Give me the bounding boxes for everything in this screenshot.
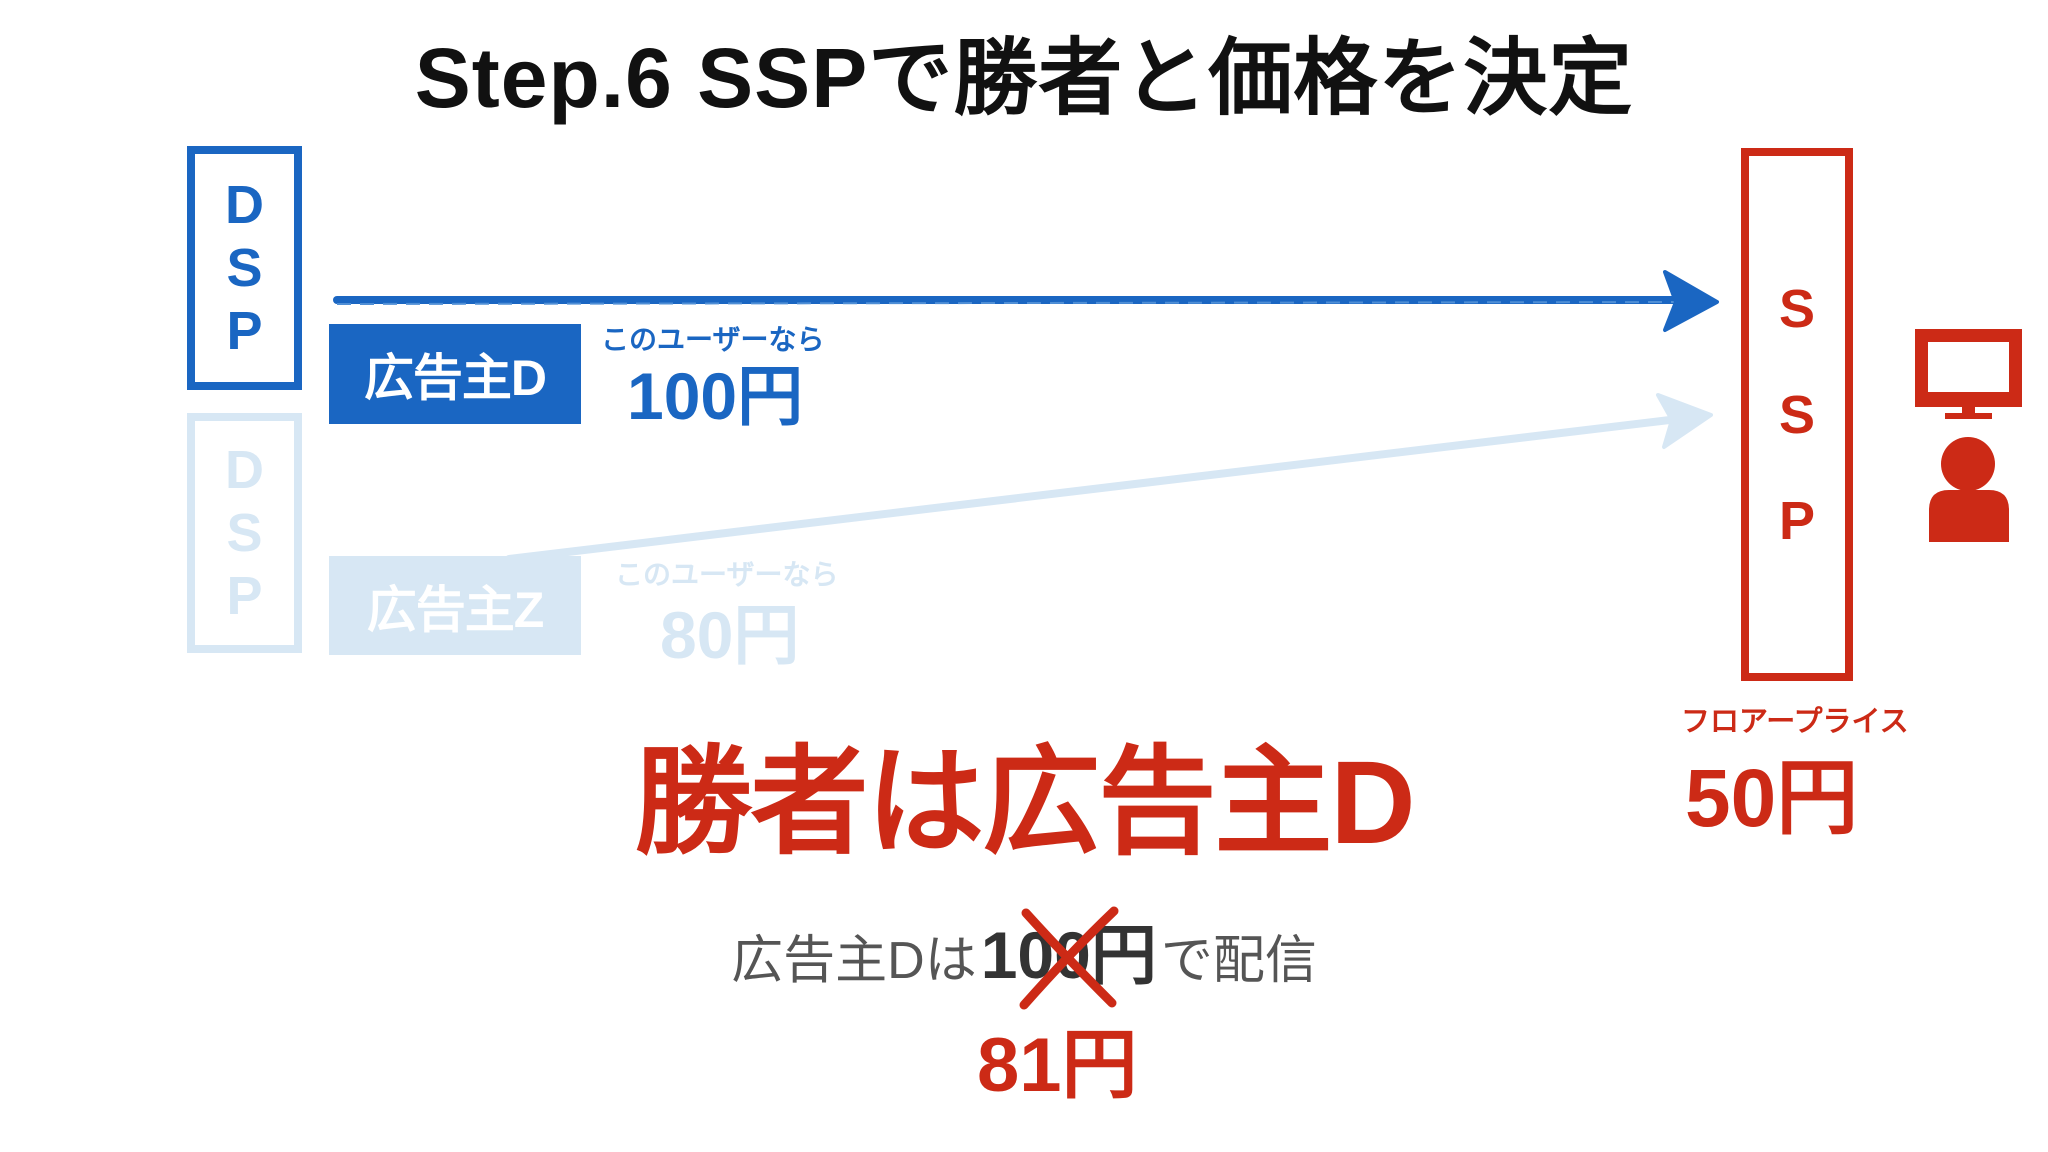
dsp-letter: P [226,565,263,626]
ssp-letter: P [1778,490,1816,551]
delivery-line: 広告主Dは 100円 で配信 [0,906,2048,1010]
delivery-prefix: 広告主Dは [731,932,977,990]
advertiser-d-bid: 100円 [627,359,804,433]
winning-bid-arrow [333,270,1719,332]
ssp-letter: S [1778,384,1816,445]
dsp-box-top: D S P [187,146,302,390]
advertiser-d-caption: このユーザーなら [601,324,825,355]
dsp-box-bottom: D S P [187,413,302,653]
winner-headline: 勝者は広告主D [634,737,1415,869]
advertiser-z-label: 広告主Z [329,556,581,655]
delivery-suffix: で配信 [1160,932,1317,990]
dsp-letter: S [226,237,263,298]
ssp-letter: S [1778,278,1816,339]
advertiser-d-label: 広告主D [329,324,581,424]
floor-price-label: フロアープライス [1681,706,1909,738]
dsp-letter: D [225,174,264,235]
advertiser-z-bid: 80円 [660,598,800,672]
advertiser-z-caption: このユーザーなら [615,559,839,590]
final-price: 81円 [977,1023,1138,1108]
page-title: Step.6 SSPで勝者と価格を決定 [414,31,1634,125]
ssp-box: S S P [1741,148,1853,681]
monitor-icon [1915,329,2022,419]
dsp-letter: P [226,300,263,361]
floor-price-value: 50円 [1685,753,1859,844]
user-icon [1929,437,2009,542]
original-price-wrap: 100円 [981,906,1157,1010]
strike-x-icon [1019,906,1119,1010]
dsp-letter: D [225,439,264,500]
dsp-letter: S [226,502,263,563]
user-device-group [1915,329,2022,542]
